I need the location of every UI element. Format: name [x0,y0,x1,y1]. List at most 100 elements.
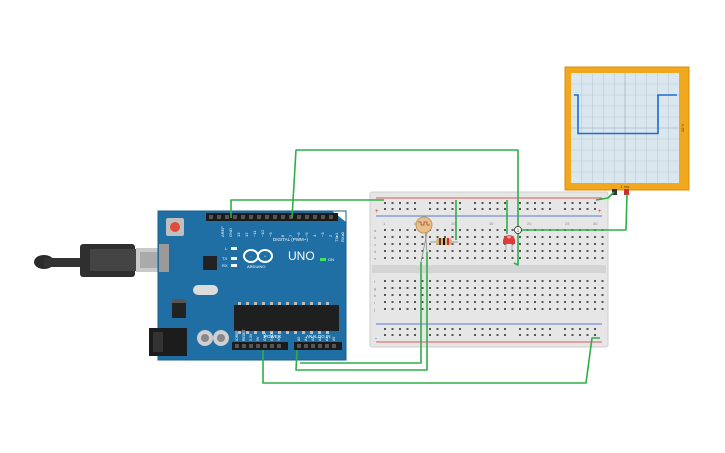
breadboard-hole[interactable] [444,280,446,282]
breadboard-hole[interactable] [526,334,529,336]
breadboard-hole[interactable] [519,308,521,310]
oscilloscope[interactable]: 1 ms 10 V [564,66,690,195]
breadboard-hole[interactable] [579,301,581,303]
breadboard-hole[interactable] [541,308,544,310]
breadboard-hole[interactable] [571,301,574,303]
breadboard-hole[interactable] [594,236,596,238]
breadboard-hole[interactable] [586,202,589,204]
breadboard-hole[interactable] [466,287,469,289]
breadboard-hole[interactable] [601,308,604,310]
wire[interactable] [291,149,519,266]
breadboard-hole[interactable] [489,229,491,231]
breadboard-hole[interactable] [489,328,491,330]
breadboard-hole[interactable] [421,257,424,259]
breadboard-hole[interactable] [444,294,446,296]
breadboard-hole[interactable] [571,334,574,336]
breadboard-hole[interactable] [496,257,499,259]
breadboard-hole[interactable] [436,328,439,330]
breadboard-hole[interactable] [436,208,439,210]
breadboard-hole[interactable] [511,308,514,310]
breadboard-hole[interactable] [436,301,439,303]
breadboard-hole[interactable] [571,287,574,289]
breadboard-hole[interactable] [549,208,551,210]
breadboard-hole[interactable] [526,328,529,330]
breadboard-hole[interactable] [406,202,409,204]
breadboard-hole[interactable] [496,308,499,310]
breadboard-hole[interactable] [496,334,499,336]
breadboard-hole[interactable] [526,287,529,289]
breadboard-hole[interactable] [541,280,544,282]
breadboard-hole[interactable] [534,257,536,259]
breadboard-hole[interactable] [586,301,589,303]
breadboard-hole[interactable] [399,236,401,238]
breadboard-hole[interactable] [526,294,529,296]
breadboard-hole[interactable] [414,243,416,245]
breadboard-hole[interactable] [406,229,409,231]
breadboard-hole[interactable] [601,301,604,303]
breadboard-hole[interactable] [399,301,401,303]
breadboard-hole[interactable] [564,334,566,336]
breadboard-hole[interactable] [451,294,454,296]
breadboard-hole[interactable] [444,308,446,310]
breadboard-hole[interactable] [384,236,386,238]
breadboard-hole[interactable] [399,208,401,210]
breadboard-hole[interactable] [391,334,394,336]
breadboard-hole[interactable] [406,308,409,310]
breadboard-hole[interactable] [534,243,536,245]
breadboard-hole[interactable] [451,287,454,289]
breadboard-hole[interactable] [526,280,529,282]
breadboard-hole[interactable] [519,280,521,282]
breadboard-hole[interactable] [414,257,416,259]
breadboard-hole[interactable] [436,294,439,296]
breadboard-hole[interactable] [421,301,424,303]
breadboard-hole[interactable] [579,287,581,289]
breadboard-hole[interactable] [496,202,499,204]
breadboard-hole[interactable] [556,250,559,252]
breadboard-hole[interactable] [556,236,559,238]
breadboard-hole[interactable] [556,308,559,310]
breadboard-hole[interactable] [594,328,596,330]
breadboard-hole[interactable] [414,301,416,303]
breadboard-hole[interactable] [564,250,566,252]
breadboard-hole[interactable] [459,229,461,231]
breadboard-hole[interactable] [384,280,386,282]
breadboard-hole[interactable] [541,250,544,252]
arduino-uno-board[interactable]: AREF GND 13 12 ~11 ~10 ~9 8 7 ~6 ~5 4 ~3… [149,210,347,361]
breadboard-hole[interactable] [489,301,491,303]
breadboard-hole[interactable] [541,243,544,245]
breadboard-hole[interactable] [436,202,439,204]
breadboard-hole[interactable] [429,294,431,296]
breadboard-hole[interactable] [391,202,394,204]
breadboard-hole[interactable] [504,208,506,210]
breadboard-hole[interactable] [579,236,581,238]
breadboard-hole[interactable] [564,243,566,245]
breadboard-hole[interactable] [526,208,529,210]
breadboard-hole[interactable] [474,328,476,330]
breadboard-hole[interactable] [571,308,574,310]
breadboard-hole[interactable] [399,250,401,252]
breadboard-hole[interactable] [391,280,394,282]
breadboard-hole[interactable] [399,280,401,282]
breadboard-hole[interactable] [586,334,589,336]
breadboard-hole[interactable] [496,301,499,303]
breadboard-hole[interactable] [564,257,566,259]
breadboard-hole[interactable] [444,236,446,238]
breadboard-hole[interactable] [474,334,476,336]
breadboard-hole[interactable] [534,301,536,303]
wire[interactable] [262,337,600,384]
breadboard-hole[interactable] [594,208,596,210]
breadboard-hole[interactable] [451,202,454,204]
breadboard-hole[interactable] [481,257,484,259]
breadboard-hole[interactable] [489,250,491,252]
breadboard-hole[interactable] [384,287,386,289]
breadboard-hole[interactable] [489,294,491,296]
breadboard-hole[interactable] [564,236,566,238]
breadboard-hole[interactable] [564,280,566,282]
breadboard-hole[interactable] [579,294,581,296]
breadboard-hole[interactable] [466,301,469,303]
breadboard-hole[interactable] [579,202,581,204]
breadboard-hole[interactable] [406,301,409,303]
breadboard-hole[interactable] [549,202,551,204]
breadboard-hole[interactable] [429,202,431,204]
breadboard-hole[interactable] [384,208,386,210]
